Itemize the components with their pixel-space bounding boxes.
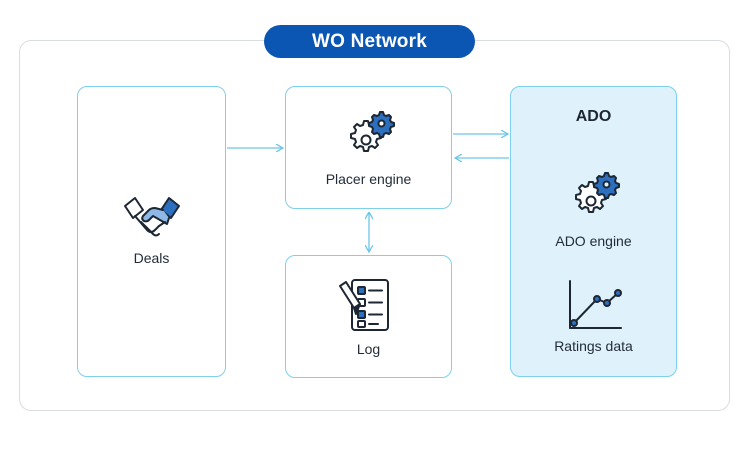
network-title: WO Network (264, 25, 475, 58)
handshake-icon (124, 197, 180, 237)
placer-engine-box: Placer engine (285, 86, 452, 209)
ado-engine-label: ADO engine (555, 233, 632, 249)
ratings-data-label: Ratings data (554, 338, 633, 354)
line-chart-icon (569, 280, 622, 329)
checklist-icon (339, 279, 389, 331)
placer-engine-label: Placer engine (325, 171, 412, 187)
log-label: Log (356, 341, 381, 357)
gears-icon (350, 111, 395, 152)
gears-icon (575, 172, 620, 213)
ado-box: ADO ADO engine Ratings data (510, 86, 677, 377)
deals-box: Deals (77, 86, 226, 377)
ado-title: ADO (575, 108, 612, 125)
log-box: Log (285, 255, 452, 378)
deals-label: Deals (133, 250, 170, 266)
